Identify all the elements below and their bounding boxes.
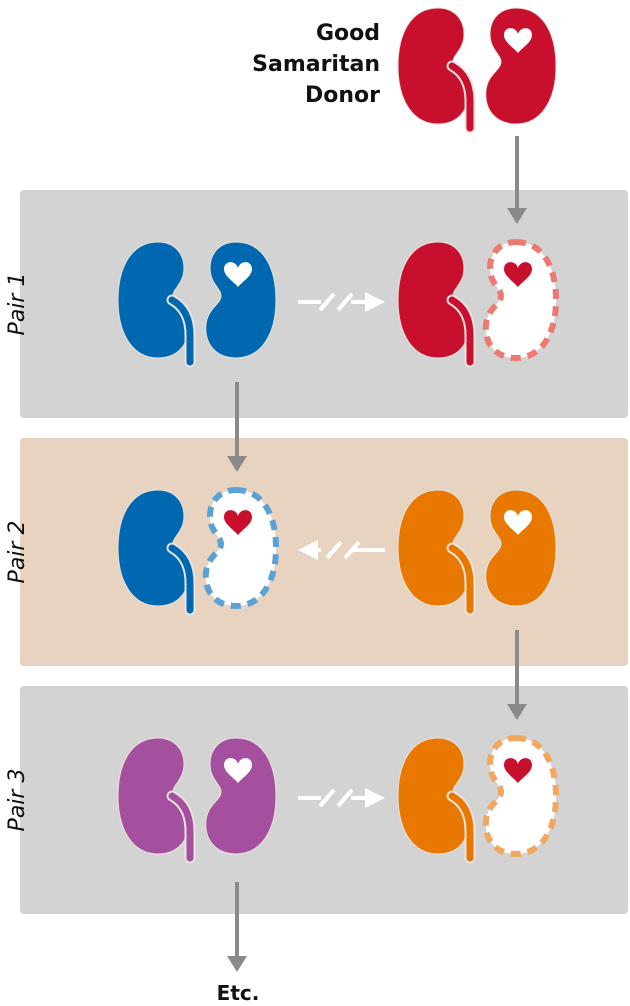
ureter — [448, 62, 474, 132]
right-kidney — [205, 241, 277, 359]
pair-1-label: Pair 1 — [5, 273, 30, 336]
ureter — [168, 544, 194, 614]
pair-2-recipient-side-kidneys — [117, 486, 280, 616]
heart-icon — [224, 262, 252, 287]
ureter — [448, 792, 474, 862]
heart-icon — [504, 28, 532, 53]
donor-label-line-1: Good — [316, 21, 380, 46]
pair-3-donor-side-kidneys — [397, 734, 560, 864]
pair-1-recipient-side-kidneys — [117, 241, 277, 368]
pair-1-to-pair-2-arrow — [227, 382, 247, 472]
ureter — [168, 296, 194, 366]
ureter — [448, 544, 474, 614]
pair-1-incompatible-arrow — [298, 292, 385, 312]
right-kidney — [205, 737, 277, 855]
ureter — [448, 296, 474, 366]
ureter — [168, 792, 194, 862]
pair-1-donor-side-kidneys — [397, 238, 560, 368]
pair-2-incompatible-arrow — [298, 540, 385, 560]
pair-2-donor-side-kidneys — [397, 489, 557, 616]
donor-label-line-3: Donor — [305, 83, 380, 108]
heart-icon — [504, 758, 532, 783]
donor-to-pair-1-arrow — [507, 136, 527, 224]
donor-label-line-2: Samaritan — [252, 52, 380, 77]
pair-2-label: Pair 2 — [5, 521, 30, 584]
right-kidney — [485, 7, 557, 125]
pair-3-to-next-arrow — [227, 882, 247, 972]
pair-3-recipient-side-kidneys — [117, 737, 277, 864]
transplanted-kidney-outline — [482, 734, 560, 858]
good-samaritan-donor-kidneys — [397, 7, 557, 134]
transplanted-kidney-outline — [482, 238, 560, 362]
heart-icon — [504, 262, 532, 287]
heart-icon — [224, 758, 252, 783]
pair-3-label: Pair 3 — [5, 769, 30, 832]
right-kidney — [485, 489, 557, 607]
pair-3-incompatible-arrow — [298, 788, 385, 808]
etc-label: Etc. — [217, 981, 260, 1005]
heart-icon — [504, 510, 532, 535]
heart-icon — [224, 510, 252, 535]
transplanted-kidney-outline — [202, 486, 280, 610]
pair-2-to-pair-3-arrow — [507, 630, 527, 720]
